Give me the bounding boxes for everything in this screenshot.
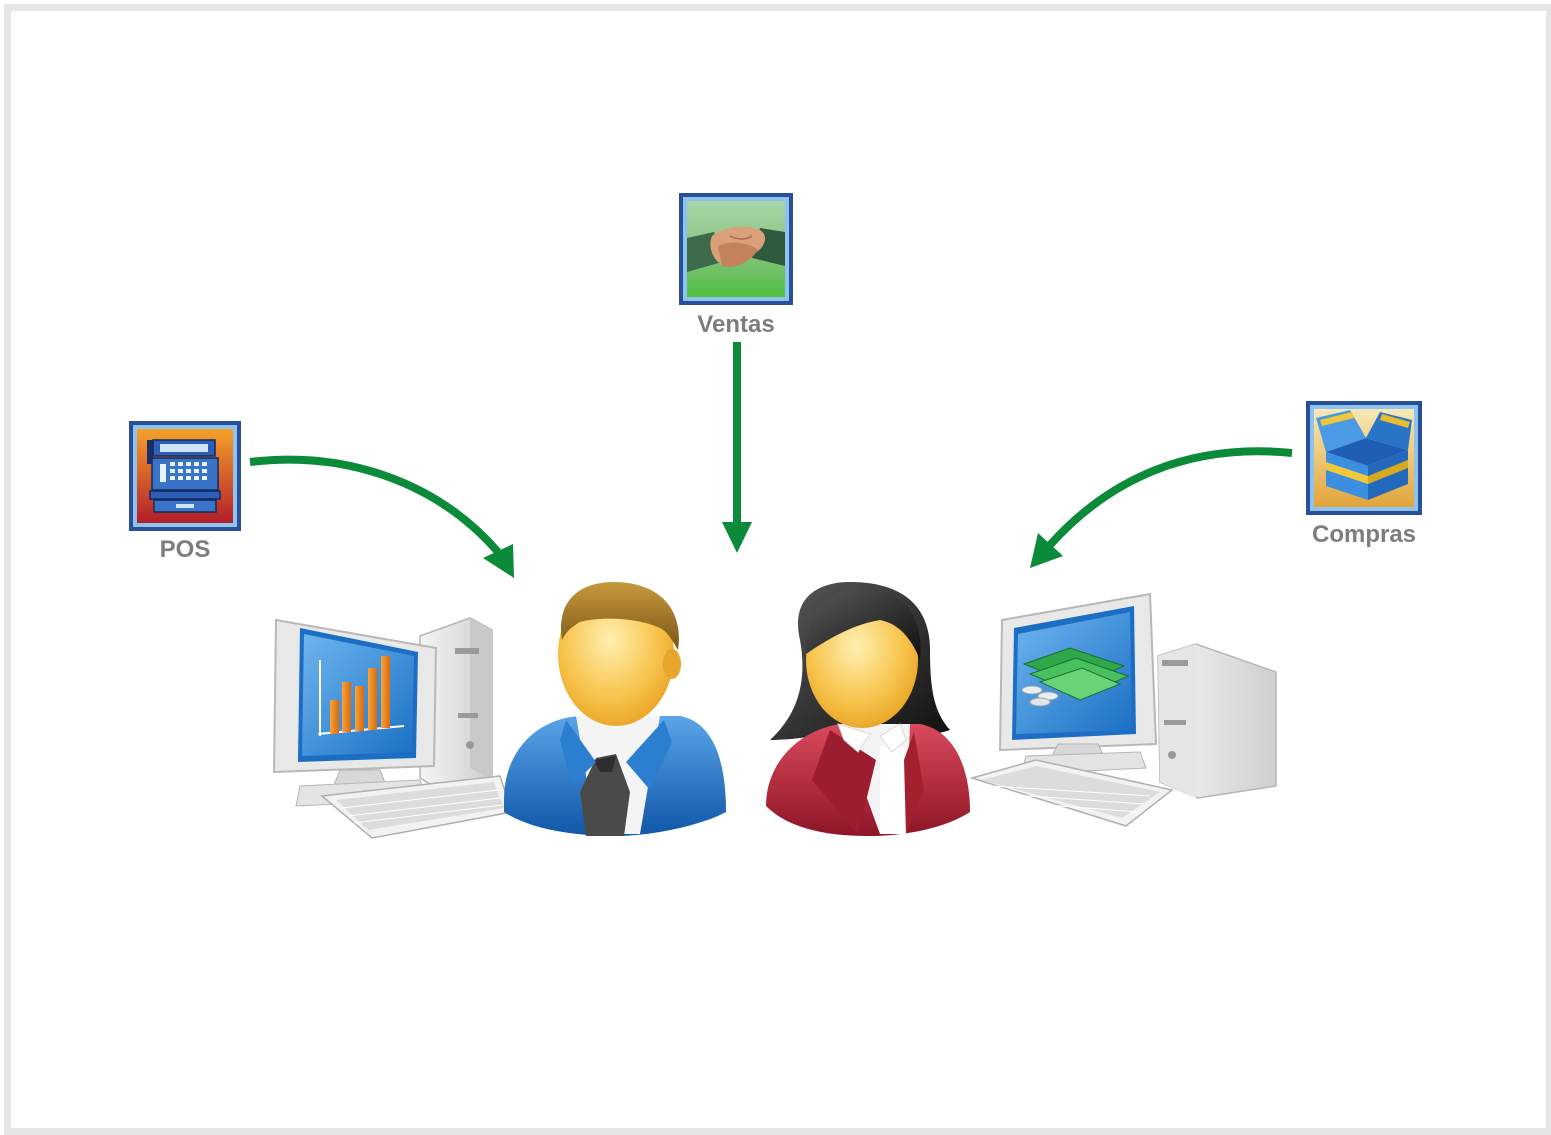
arrow-compras-to-woman xyxy=(1030,447,1293,568)
arrow-ventas-down xyxy=(722,342,752,553)
pos-label: POS xyxy=(159,536,211,563)
open-box-icon xyxy=(1306,401,1422,515)
ventas-label: Ventas xyxy=(697,311,775,338)
handshake-icon xyxy=(679,193,793,305)
right-computer xyxy=(969,592,1277,827)
cash-register-icon xyxy=(129,421,241,531)
arrow-pos-to-man xyxy=(249,455,514,578)
compras-label: Compras xyxy=(1311,521,1417,548)
page-frame xyxy=(4,4,1551,1135)
left-computer xyxy=(272,617,513,839)
businesswoman-icon xyxy=(766,582,970,836)
businessman-icon xyxy=(504,582,726,836)
